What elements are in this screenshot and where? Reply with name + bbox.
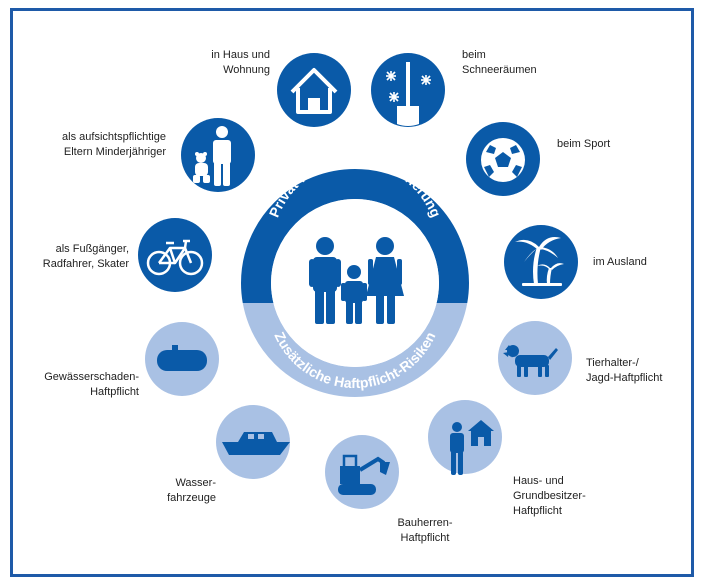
label-watercraft: Wasser-fahrzeuge bbox=[167, 477, 216, 504]
diagram-frame bbox=[10, 8, 694, 577]
dog-icon bbox=[503, 345, 558, 377]
soccer-circle bbox=[466, 122, 540, 196]
snow-shovel-circle bbox=[371, 53, 445, 127]
excavator-icon bbox=[338, 454, 390, 495]
label-builder: Bauherren-Haftpflicht bbox=[397, 517, 453, 544]
snow-shovel-icon bbox=[386, 62, 431, 126]
owner-house-icon bbox=[450, 420, 494, 475]
label-water-damage: Gewässerschaden-Haftpflicht bbox=[44, 371, 139, 398]
oil-tank-icon bbox=[157, 345, 207, 371]
boat-circle bbox=[216, 405, 290, 479]
bicycle-icon bbox=[146, 239, 204, 276]
soccer-ball-icon bbox=[481, 138, 525, 182]
label-sport: beim Sport bbox=[557, 138, 611, 150]
label-pedestrian: als Fußgänger,Radfahrer, Skater bbox=[42, 243, 129, 270]
boat-icon bbox=[222, 432, 290, 455]
excavator-circle bbox=[325, 435, 399, 509]
label-abroad: im Ausland bbox=[593, 256, 647, 268]
parent-child-circle bbox=[181, 118, 255, 192]
palm-tree-icon bbox=[515, 237, 564, 286]
dog-circle bbox=[498, 321, 572, 395]
palm-circle bbox=[504, 225, 578, 299]
owner-house-circle bbox=[428, 400, 502, 475]
label-animal-owner: Tierhalter-/Jagd-Haftpflicht bbox=[586, 357, 663, 384]
parent-child-icon bbox=[193, 126, 231, 186]
bicycle-circle bbox=[138, 218, 212, 292]
house-circle bbox=[277, 53, 351, 127]
family-icon bbox=[309, 237, 404, 324]
oil-tank-circle bbox=[145, 322, 219, 396]
